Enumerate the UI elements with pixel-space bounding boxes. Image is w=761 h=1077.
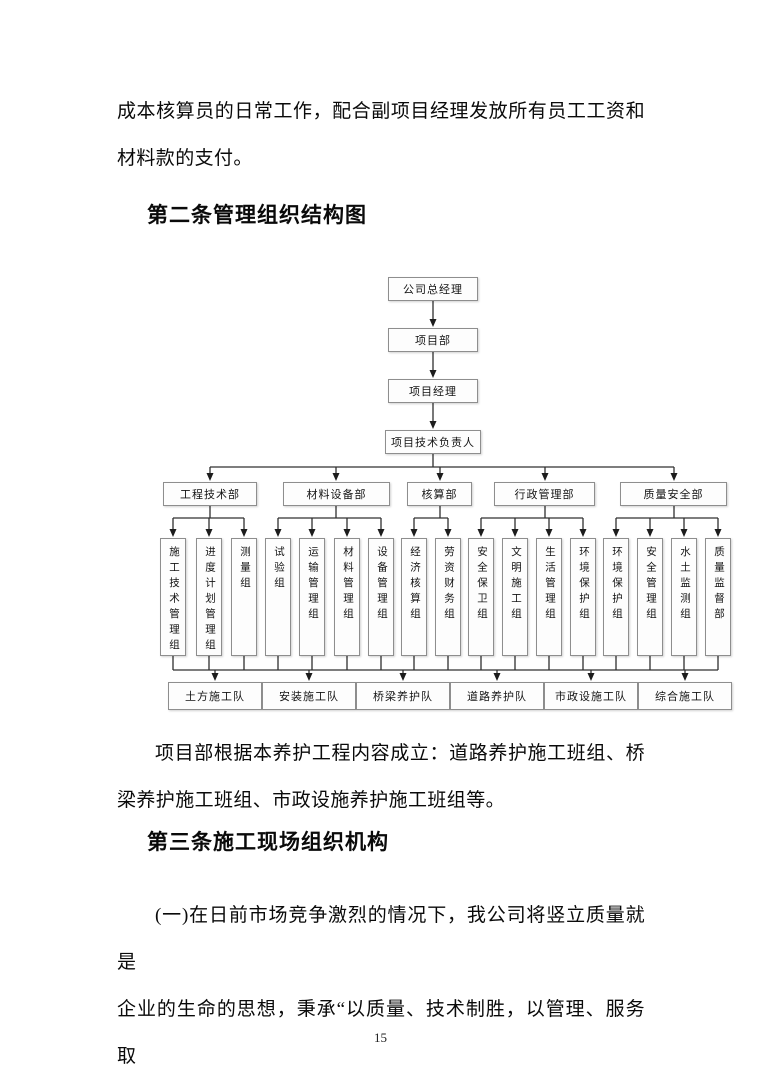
group-box: 安全保卫组: [468, 538, 494, 656]
group-box: 环境保护组: [603, 538, 629, 656]
paragraph-line: 企业的生命的思想，秉承“以质量、技术制胜，以管理、服务取: [117, 999, 645, 1067]
group-box: 进度计划管理组: [196, 538, 222, 656]
group-box: 试验组: [265, 538, 291, 656]
paragraph-line: 梁养护施工班组、市政设施养护施工班组等。: [117, 790, 506, 811]
paragraph-line: (一)在日前市场竞争激烈的情况下，我公司将竖立质量就是: [117, 905, 645, 973]
team-box: 道路养护队: [450, 682, 544, 710]
group-box: 水土监测组: [671, 538, 697, 656]
group-box: 环境保护组: [570, 538, 596, 656]
group-box: 质量监督部: [705, 538, 731, 656]
org-chart-connectors: [169, 301, 722, 681]
group-box: 经济核算组: [401, 538, 427, 656]
dept-box-engineering: 工程技术部: [163, 482, 257, 506]
org-box-general-manager: 公司总经理: [388, 277, 478, 301]
group-box: 设备管理组: [368, 538, 394, 656]
group-box: 生活管理组: [536, 538, 562, 656]
dept-box-administration: 行政管理部: [494, 482, 595, 506]
org-box-project-manager: 项目经理: [388, 379, 478, 403]
section3-paragraph: (一)在日前市场竞争激烈的情况下，我公司将竖立质量就是 企业的生命的思想，秉承“…: [117, 892, 645, 1077]
paragraph-line: 材料款的支付。: [117, 148, 253, 169]
section2-heading: 第二条管理组织结构图: [147, 203, 367, 227]
paragraph-line: 项目部根据本养护工程内容成立：道路养护施工班组、桥: [155, 743, 645, 764]
group-box: 材料管理组: [334, 538, 360, 656]
intro-paragraph: 成本核算员的日常工作，配合副项目经理发放所有员工工资和 材料款的支付。: [117, 88, 645, 182]
dept-box-accounting: 核算部: [407, 482, 472, 506]
team-box: 安装施工队: [262, 682, 356, 710]
dept-box-quality-safety: 质量安全部: [620, 482, 727, 506]
org-box-technical-director: 项目技术负责人: [385, 430, 481, 454]
group-box: 施工技术管理组: [160, 538, 186, 656]
group-box: 测量组: [231, 538, 257, 656]
org-chart-diagram: 公司总经理 项目部 项目经理 项目技术负责人 工程技术部 材料设备部 核算部 行…: [0, 270, 761, 720]
dept-box-materials: 材料设备部: [283, 482, 390, 506]
team-box: 土方施工队: [168, 682, 262, 710]
section3-heading: 第三条施工现场组织机构: [147, 830, 389, 854]
after-chart-paragraph: 项目部根据本养护工程内容成立：道路养护施工班组、桥 梁养护施工班组、市政设施养护…: [117, 730, 645, 824]
group-box: 运输管理组: [299, 538, 325, 656]
group-box: 文明施工组: [502, 538, 528, 656]
team-box: 桥梁养护队: [356, 682, 450, 710]
org-box-project-dept: 项目部: [388, 328, 478, 352]
team-box: 市政设施工队: [544, 682, 638, 710]
team-box: 综合施工队: [638, 682, 732, 710]
page-number: 15: [374, 1030, 387, 1045]
group-box: 安全管理组: [637, 538, 663, 656]
group-box: 劳资财务组: [435, 538, 461, 656]
paragraph-line: 成本核算员的日常工作，配合副项目经理发放所有员工工资和: [117, 101, 645, 122]
